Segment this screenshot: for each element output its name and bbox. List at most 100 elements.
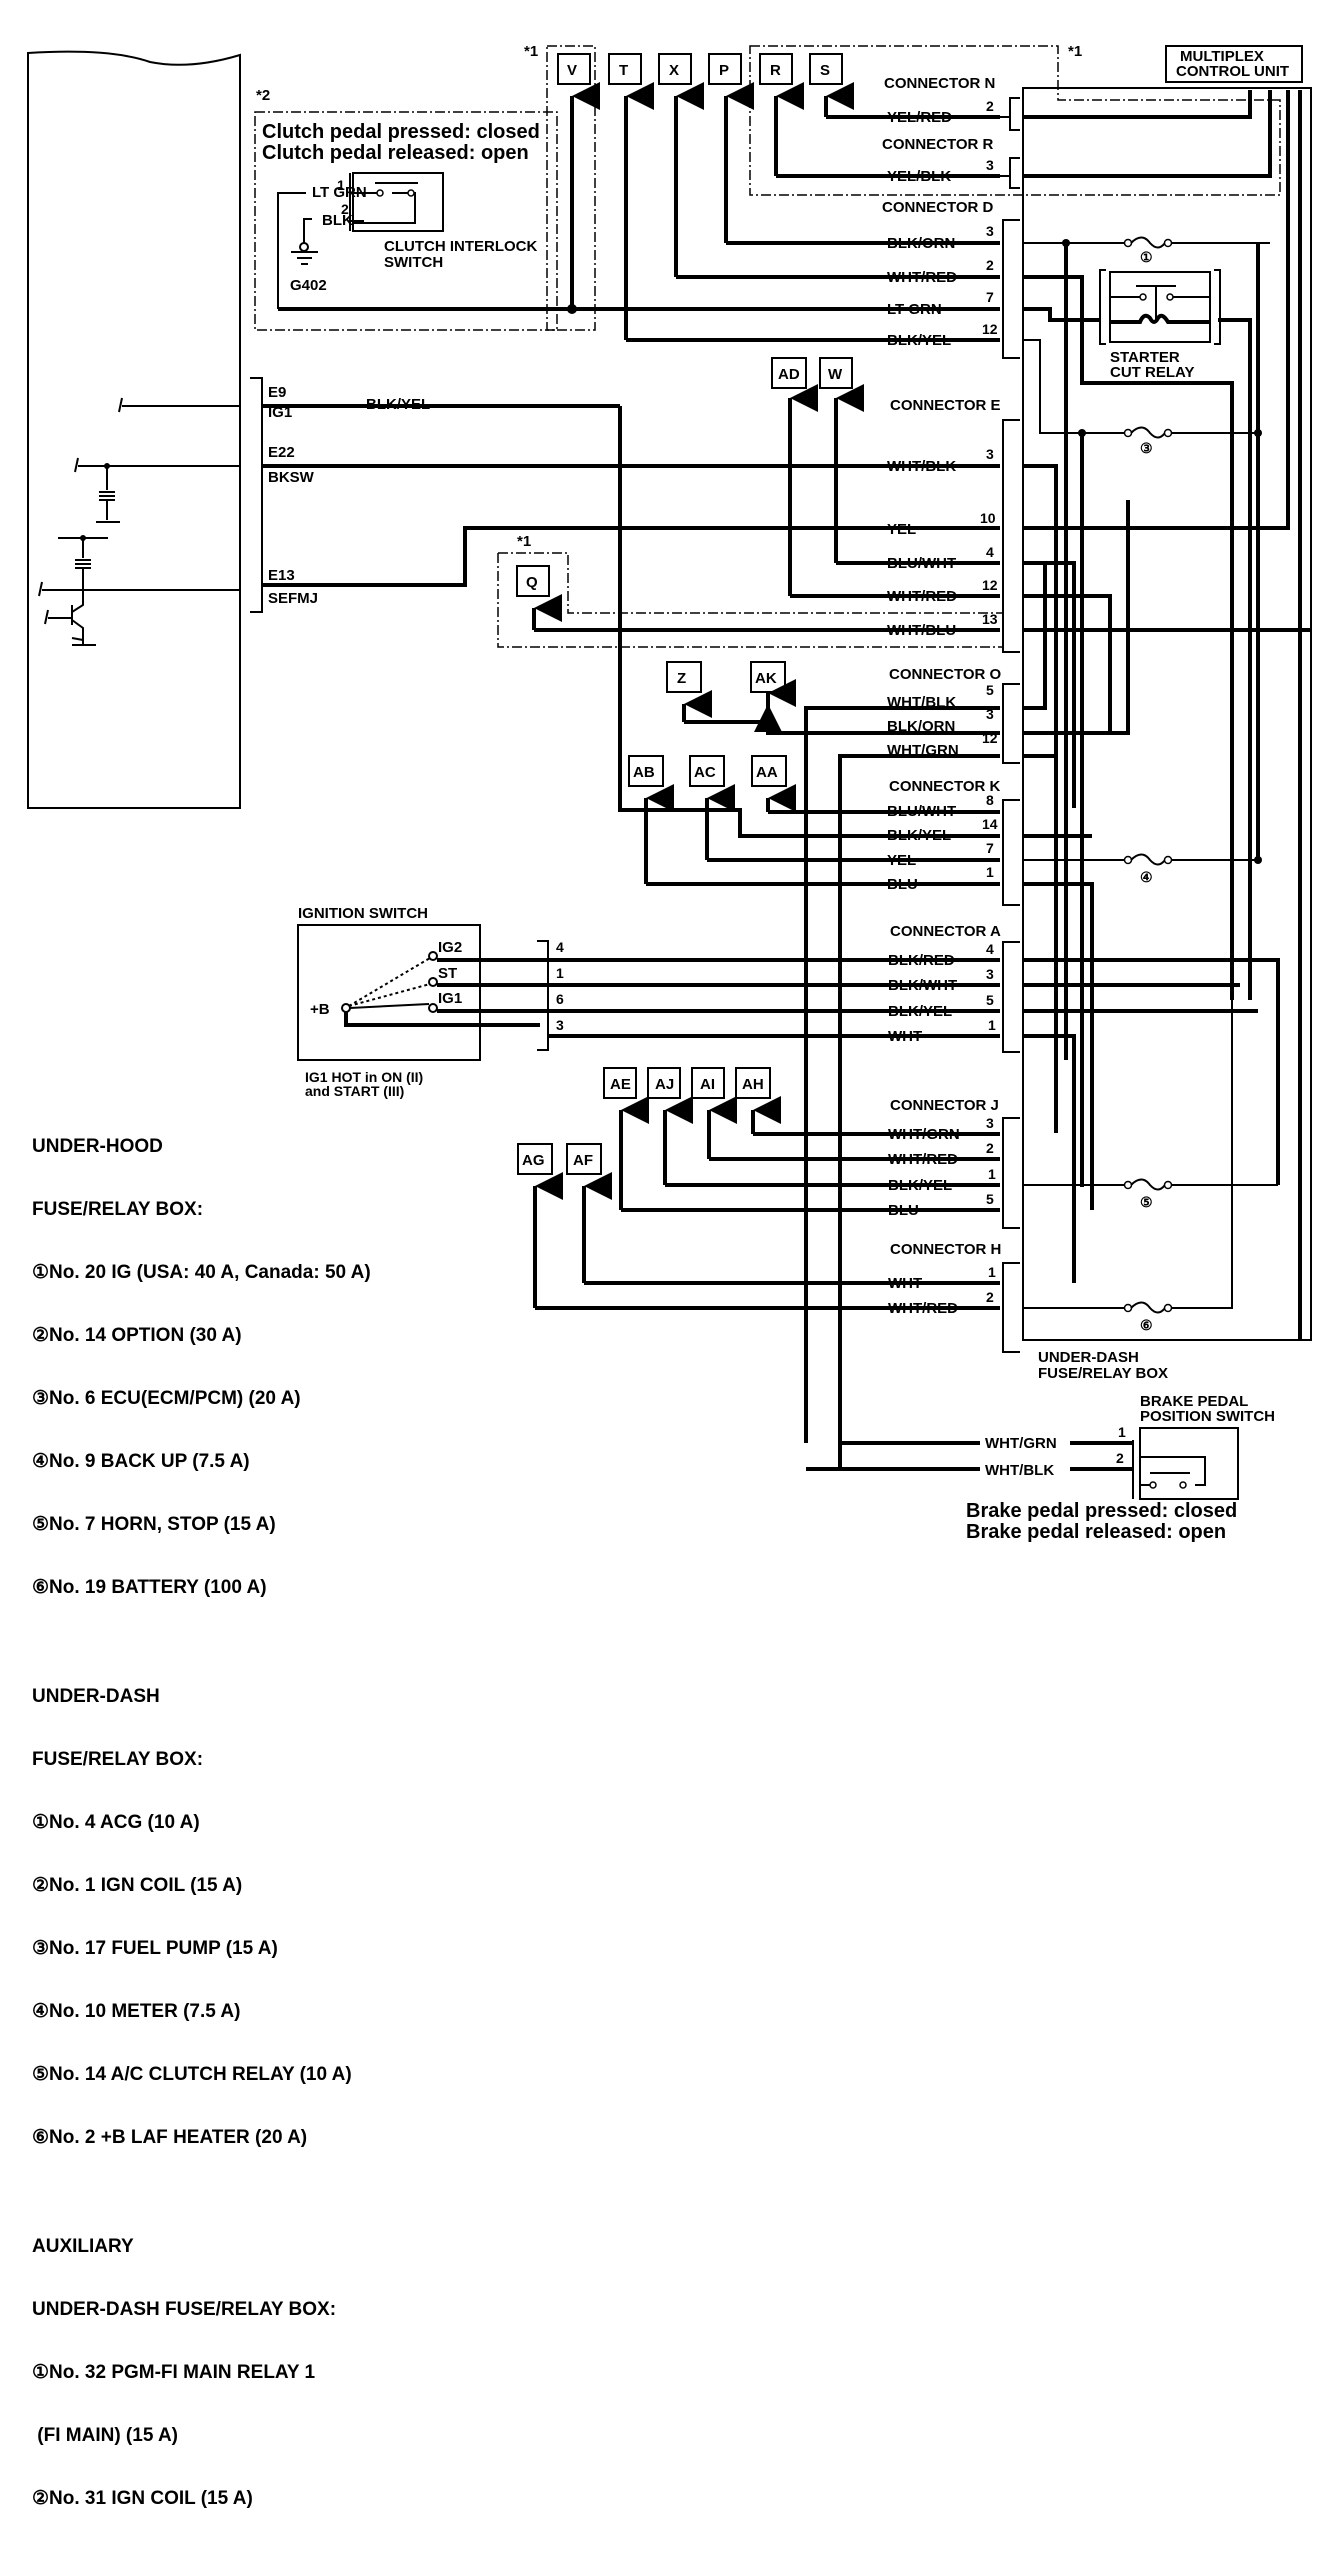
- multiplex-label: CONTROL UNIT: [1176, 63, 1289, 80]
- legend-item: ①No. 20 IG (USA: 40 A, Canada: 50 A): [32, 1262, 371, 1283]
- relay-label: CUT RELAY: [1110, 364, 1194, 381]
- svg-text:3: 3: [986, 157, 994, 173]
- pin-number: 1: [556, 965, 564, 981]
- connector-R-wires: YEL/BLK 3: [887, 157, 1010, 185]
- multiplex-control-unit: [1165, 45, 1303, 83]
- svg-text:3: 3: [986, 706, 994, 722]
- ecm-pin-name: BKSW: [268, 469, 315, 486]
- connector-H-wires: WHT 1 WHT/RED 2: [533, 1172, 1000, 1317]
- terminal-AE: AE: [603, 1067, 637, 1099]
- svg-text:AF: AF: [573, 1152, 593, 1169]
- svg-text:AD: AD: [778, 366, 800, 383]
- terminal-AF: AF: [566, 1143, 602, 1175]
- svg-text:BLU: BLU: [887, 876, 918, 893]
- svg-text:Z: Z: [677, 670, 686, 687]
- svg-text:10: 10: [980, 510, 996, 526]
- legend-item: ②No. 14 OPTION (30 A): [32, 1325, 242, 1346]
- svg-text:3: 3: [986, 223, 994, 239]
- svg-text:AC: AC: [694, 764, 716, 781]
- svg-text:LT GRN: LT GRN: [887, 301, 942, 318]
- svg-text:①: ①: [1140, 249, 1153, 265]
- svg-text:AB: AB: [633, 764, 655, 781]
- terminal-W: W: [819, 357, 853, 389]
- svg-text:14: 14: [982, 816, 998, 832]
- ecm-pin-name: IG1: [268, 404, 292, 421]
- ignition-position: IG1: [438, 990, 462, 1007]
- clutch-state-released: Clutch pedal released: open: [262, 142, 529, 164]
- ignition-position: ST: [438, 965, 457, 982]
- ecm-pin-code: E13: [268, 567, 295, 584]
- terminal-Q: Q: [516, 565, 550, 597]
- clutch-switch-name: SWITCH: [384, 254, 443, 271]
- connector-name: CONNECTOR N: [884, 75, 995, 92]
- svg-text:WHT/GRN: WHT/GRN: [887, 742, 959, 759]
- svg-text:WHT/RED: WHT/RED: [887, 269, 957, 286]
- svg-text:WHT/GRN: WHT/GRN: [985, 1435, 1057, 1452]
- svg-text:12: 12: [982, 321, 998, 337]
- connector-N-wires: YEL/RED 2: [887, 98, 1010, 126]
- svg-text:8: 8: [986, 792, 994, 808]
- legend-group-underdash: UNDER-DASH FUSE/RELAY BOX: ①No. 4 ACG (1…: [32, 1644, 371, 2190]
- svg-text:WHT: WHT: [888, 1028, 922, 1045]
- svg-text:R: R: [770, 62, 781, 79]
- ground-label: G402: [290, 277, 327, 294]
- svg-text:AG: AG: [522, 1152, 545, 1169]
- svg-text:⑤: ⑤: [1140, 1194, 1153, 1210]
- svg-text:W: W: [828, 366, 843, 383]
- note-marker: *1: [524, 43, 538, 60]
- multiplex-label: MULTIPLEX: [1180, 48, 1264, 65]
- svg-text:BLK/YEL: BLK/YEL: [887, 332, 951, 349]
- svg-text:YEL/BLK: YEL/BLK: [887, 168, 951, 185]
- svg-text:2: 2: [986, 1289, 994, 1305]
- ignition-note: and START (III): [305, 1083, 404, 1099]
- ignition-note: IG1 HOT in ON (II): [305, 1069, 423, 1085]
- pin-number: 6: [556, 991, 564, 1007]
- svg-text:YEL: YEL: [887, 852, 916, 869]
- connector-K-wires: BLU/WHT 8 BLK/YEL 14 YEL 7 BLU 1: [644, 784, 1000, 893]
- terminal-AG: AG: [517, 1143, 553, 1175]
- svg-text:AI: AI: [700, 1076, 715, 1093]
- svg-text:1: 1: [986, 864, 994, 880]
- svg-text:2: 2: [986, 1140, 994, 1156]
- pin-number: 1: [337, 177, 345, 193]
- fuse-icon: ④: [1123, 853, 1173, 885]
- ecm-pcm-body: [27, 50, 241, 809]
- svg-text:5: 5: [986, 682, 994, 698]
- ecm-connector-bracket: [250, 377, 263, 613]
- svg-text:BLU/WHT: BLU/WHT: [887, 555, 956, 572]
- svg-text:7: 7: [986, 289, 994, 305]
- svg-text:Q: Q: [526, 574, 538, 591]
- wire-color-label: LT GRN: [312, 184, 367, 201]
- terminal-X: X: [658, 53, 692, 85]
- svg-text:WHT/BLU: WHT/BLU: [887, 622, 956, 639]
- svg-text:WHT/RED: WHT/RED: [887, 588, 957, 605]
- legend-item: ①No. 32 PGM-FI MAIN RELAY 1: [32, 2362, 316, 2383]
- svg-text:AA: AA: [756, 764, 778, 781]
- svg-text:7: 7: [986, 840, 994, 856]
- svg-text:④: ④: [1140, 869, 1153, 885]
- connector-name: CONNECTOR D: [882, 199, 994, 216]
- pin-number: 2: [341, 201, 349, 217]
- terminal-AH: AH: [735, 1067, 771, 1099]
- underdash-box-label: FUSE/RELAY BOX: [1038, 1365, 1168, 1382]
- legend-item: ②No. 31 IGN COIL (15 A): [32, 2488, 253, 2509]
- brake-switch-title: BRAKE PEDAL: [1140, 1393, 1248, 1410]
- svg-text:AJ: AJ: [655, 1076, 674, 1093]
- terminal-AI: AI: [691, 1067, 725, 1099]
- terminal-AB: AB: [628, 755, 664, 787]
- legend-item: ④No. 9 BACK UP (7.5 A): [32, 1451, 250, 1472]
- fuse-icon: ⑤: [1123, 1178, 1173, 1210]
- svg-text:BLU/WHT: BLU/WHT: [887, 803, 956, 820]
- connector-O-wires: WHT/BLK 5 BLK/ORN 3 WHT/GRN 12: [682, 682, 1000, 1469]
- svg-text:YEL/RED: YEL/RED: [887, 109, 952, 126]
- pin-number: 3: [556, 1017, 564, 1033]
- svg-text:12: 12: [982, 730, 998, 746]
- legend-group-underhood: UNDER-HOOD FUSE/RELAY BOX: ①No. 20 IG (U…: [32, 1136, 371, 1598]
- svg-text:BLK/WHT: BLK/WHT: [888, 977, 957, 994]
- wiring-diagram: E9 IG1 E22 BKSW E13 SEFMJ BLK/YEL *2 Clu…: [27, 43, 1312, 1543]
- svg-text:3: 3: [986, 446, 994, 462]
- note-marker: *1: [1068, 43, 1082, 60]
- svg-text:③: ③: [1140, 440, 1153, 456]
- wire-color-label: BLK: [322, 212, 353, 229]
- svg-text:12: 12: [982, 577, 998, 593]
